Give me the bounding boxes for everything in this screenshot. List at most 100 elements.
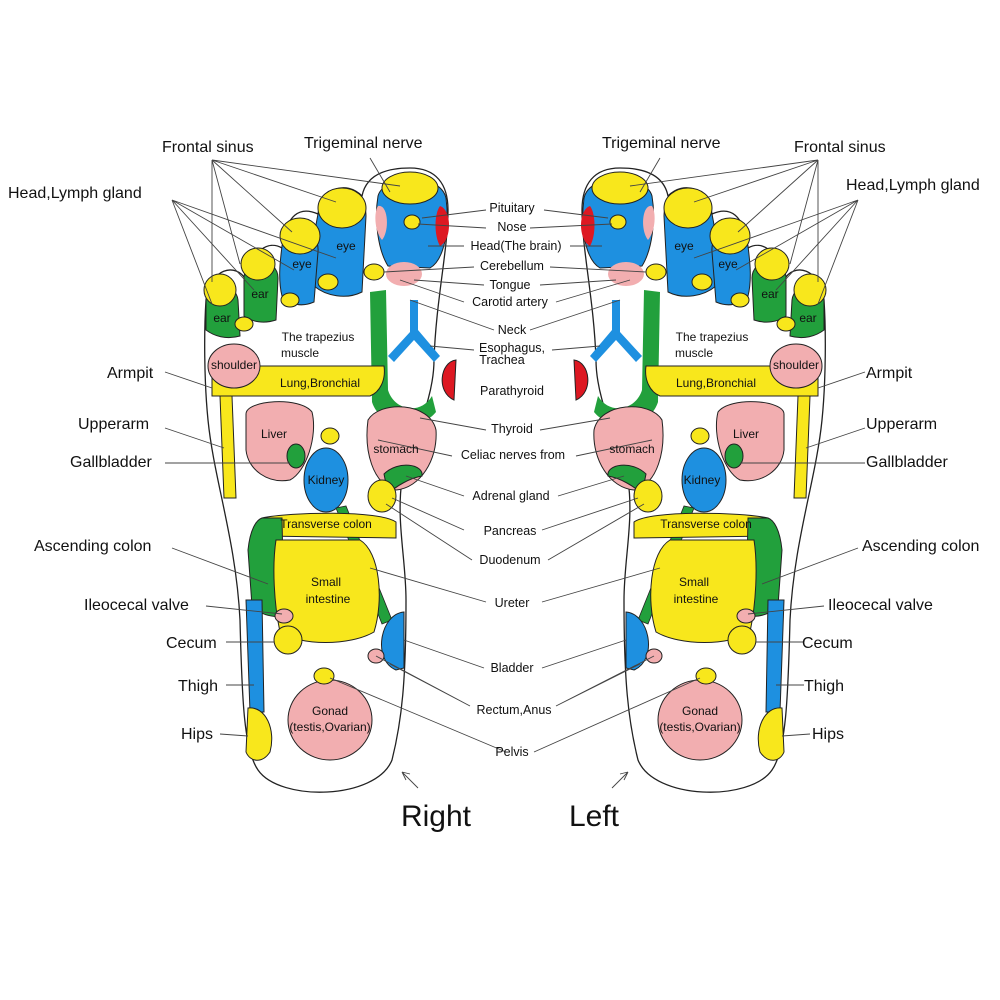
label-hips-right: Hips bbox=[812, 726, 844, 743]
neck-pink bbox=[386, 262, 422, 286]
in-stomach-2: stomach bbox=[609, 442, 654, 456]
in-gonad-4: (testis,Ovarian) bbox=[659, 720, 740, 734]
label-upperarm-left: Upperarm bbox=[78, 416, 149, 433]
toe3-dot bbox=[280, 292, 300, 308]
toe4-top bbox=[240, 247, 276, 281]
label-head-lymph-left: Head,Lymph gland bbox=[8, 185, 142, 202]
label-pelvis: Pelvis bbox=[495, 745, 528, 759]
label-head-lymph-right: Head,Lymph gland bbox=[846, 177, 980, 194]
label-bladder: Bladder bbox=[490, 661, 533, 675]
label-gallbladder-left: Gallbladder bbox=[70, 454, 153, 471]
label-ascending-colon-left: Ascending colon bbox=[34, 538, 151, 555]
toe5-top bbox=[203, 273, 237, 307]
in-liver-2: Liver bbox=[733, 427, 759, 441]
in-eye-4: eye bbox=[718, 257, 738, 271]
label-ileocecal-right: Ileocecal valve bbox=[828, 597, 933, 614]
in-eye-2: eye bbox=[292, 257, 312, 271]
in-small-intestine-3: Small bbox=[679, 575, 709, 589]
labels: Frontal sinus Head,Lymph gland Trigemina… bbox=[8, 135, 980, 833]
in-trapezius-2: muscle bbox=[281, 346, 319, 360]
label-frontal-sinus-right: Frontal sinus bbox=[794, 139, 886, 156]
cerebellum-spot bbox=[363, 263, 385, 281]
label-ascending-colon-right: Ascending colon bbox=[862, 538, 979, 555]
label-carotid: Carotid artery bbox=[472, 295, 548, 309]
label-frontal-sinus-left: Frontal sinus bbox=[162, 139, 254, 156]
in-ear-1: ear bbox=[251, 287, 268, 301]
in-gonad-2: (testis,Ovarian) bbox=[289, 720, 370, 734]
label-nose: Nose bbox=[497, 220, 526, 234]
label-neck: Neck bbox=[498, 323, 527, 337]
label-thyroid: Thyroid bbox=[491, 422, 533, 436]
label-celiac: Celiac nerves from bbox=[461, 448, 565, 462]
label-cecum-left: Cecum bbox=[166, 635, 217, 652]
label-ureter: Ureter bbox=[495, 596, 530, 610]
small-intestine bbox=[273, 539, 380, 643]
in-small-intestine-2: intestine bbox=[306, 592, 351, 606]
upperarm-strip bbox=[219, 395, 237, 499]
toe3-top bbox=[279, 217, 321, 255]
shoulder bbox=[207, 343, 261, 389]
in-shoulder-2: shoulder bbox=[773, 358, 819, 372]
label-gallbladder-right: Gallbladder bbox=[866, 454, 949, 471]
label-tongue: Tongue bbox=[489, 278, 530, 292]
label-cerebellum: Cerebellum bbox=[480, 259, 544, 273]
bladder bbox=[381, 611, 405, 671]
pink-big-toe bbox=[375, 205, 387, 240]
in-shoulder: shoulder bbox=[211, 358, 257, 372]
in-gonad-3: Gonad bbox=[682, 704, 718, 718]
pelvis-dot bbox=[313, 667, 335, 685]
in-transverse-colon: Transverse colon bbox=[280, 517, 372, 531]
label-rectum: Rectum,Anus bbox=[476, 703, 551, 717]
in-trapezius-4: muscle bbox=[675, 346, 713, 360]
duodenum-yellow bbox=[367, 479, 397, 513]
label-trachea: Trachea bbox=[479, 353, 524, 367]
transverse-colon bbox=[261, 512, 397, 539]
thigh-strip bbox=[245, 599, 265, 713]
label-head-brain: Head(The brain) bbox=[470, 239, 561, 253]
trachea bbox=[388, 300, 440, 362]
toe2-top bbox=[317, 187, 367, 229]
in-gonad-1: Gonad bbox=[312, 704, 348, 718]
in-lung: Lung,Bronchial bbox=[280, 376, 360, 390]
leader-lines bbox=[164, 157, 866, 789]
label-pancreas: Pancreas bbox=[484, 524, 537, 538]
right-foot bbox=[203, 167, 457, 793]
toe5-dot bbox=[234, 316, 254, 332]
cecum bbox=[273, 625, 303, 655]
hips bbox=[245, 707, 273, 761]
gallbladder-green bbox=[286, 443, 306, 469]
thyroid-band bbox=[370, 290, 436, 425]
in-ear-3: ear bbox=[761, 287, 778, 301]
adrenal-dot bbox=[320, 427, 340, 445]
label-trigeminal-right: Trigeminal nerve bbox=[602, 135, 721, 152]
label-armpit-left: Armpit bbox=[107, 365, 154, 382]
in-kidney: Kidney bbox=[308, 473, 345, 487]
in-lung-2: Lung,Bronchial bbox=[676, 376, 756, 390]
ileocecal bbox=[274, 608, 294, 624]
label-hips-left: Hips bbox=[181, 726, 213, 743]
label-thigh-left: Thigh bbox=[178, 678, 218, 695]
nose-spot bbox=[403, 214, 421, 230]
in-ear-4: ear bbox=[799, 311, 816, 325]
in-ear-2: ear bbox=[213, 311, 230, 325]
label-thigh-right: Thigh bbox=[804, 678, 844, 695]
label-cecum-right: Cecum bbox=[802, 635, 853, 652]
in-trapezius-3: The trapezius bbox=[676, 330, 749, 344]
in-eye-3: eye bbox=[674, 239, 694, 253]
label-adrenal: Adrenal gland bbox=[472, 489, 549, 503]
in-trapezius-1: The trapezius bbox=[282, 330, 355, 344]
kidney bbox=[303, 447, 349, 513]
label-duodenum: Duodenum bbox=[479, 553, 540, 567]
left-foot-label: Left bbox=[569, 800, 620, 833]
in-kidney-2: Kidney bbox=[684, 473, 721, 487]
label-ileocecal-left: Ileocecal valve bbox=[84, 597, 189, 614]
in-liver: Liver bbox=[261, 427, 287, 441]
label-pituitary: Pituitary bbox=[489, 201, 535, 215]
label-esophagus: Esophagus, bbox=[479, 341, 545, 355]
in-transverse-colon-2: Transverse colon bbox=[660, 517, 752, 531]
in-small-intestine-1: Small bbox=[311, 575, 341, 589]
in-stomach: stomach bbox=[373, 442, 418, 456]
in-eye-1: eye bbox=[336, 239, 356, 253]
